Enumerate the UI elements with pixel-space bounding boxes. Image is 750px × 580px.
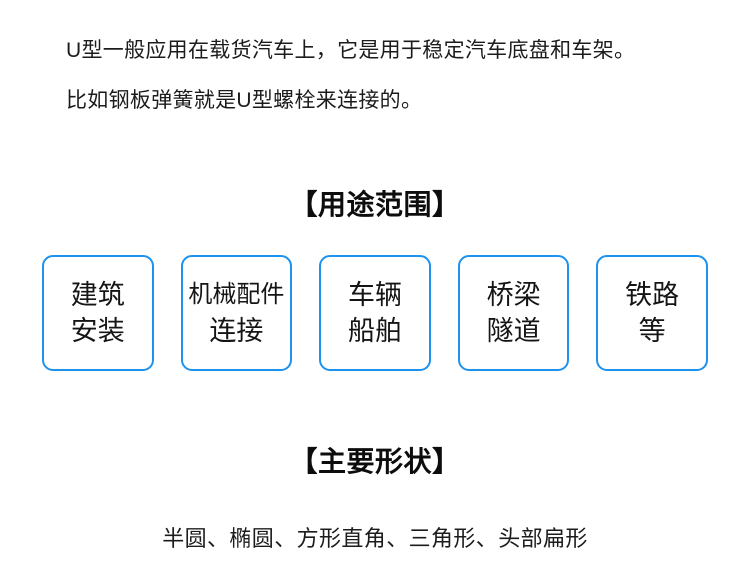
usage-box-line-1: 机械配件	[188, 281, 285, 308]
usage-section-heading: 【用途范围】	[289, 189, 461, 220]
usage-box-line-2: 隧道	[486, 316, 541, 346]
usage-box-line-2: 连接	[209, 316, 264, 346]
usage-box-line-1: 桥梁	[486, 280, 541, 310]
usage-box-row: 建筑 安装 机械配件 连接 车辆 船舶 桥梁 隧道 铁路 等	[42, 255, 708, 371]
usage-box-vehicle-ship: 车辆 船舶	[319, 255, 431, 371]
usage-box-line-2: 等	[638, 316, 666, 346]
intro-line-2: 比如钢板弹簧就是U型螺栓来连接的。	[66, 89, 423, 112]
usage-box-line-2: 安装	[70, 316, 125, 346]
intro-line-1: U型一般应用在载货汽车上，它是用于稳定汽车底盘和车架。	[66, 39, 636, 62]
usage-box-machinery-parts: 机械配件 连接	[180, 255, 293, 371]
usage-box-railway: 铁路 等	[596, 255, 708, 371]
usage-box-line-1: 铁路	[625, 280, 680, 310]
usage-box-bridge-tunnel: 桥梁 隧道	[457, 255, 570, 371]
usage-box-line-1: 建筑	[70, 280, 125, 310]
shape-section-heading: 【主要形状】	[289, 446, 461, 477]
shape-list-text: 半圆、椭圆、方形直角、三角形、头部扁形	[162, 526, 588, 551]
intro-paragraph: U型一般应用在载货汽车上，它是用于稳定汽车底盘和车架。 比如钢板弹簧就是U型螺栓…	[66, 26, 706, 126]
usage-box-line-2: 船舶	[347, 316, 402, 346]
usage-box-construction: 建筑 安装	[42, 255, 154, 371]
usage-box-line-1: 车辆	[347, 280, 402, 310]
